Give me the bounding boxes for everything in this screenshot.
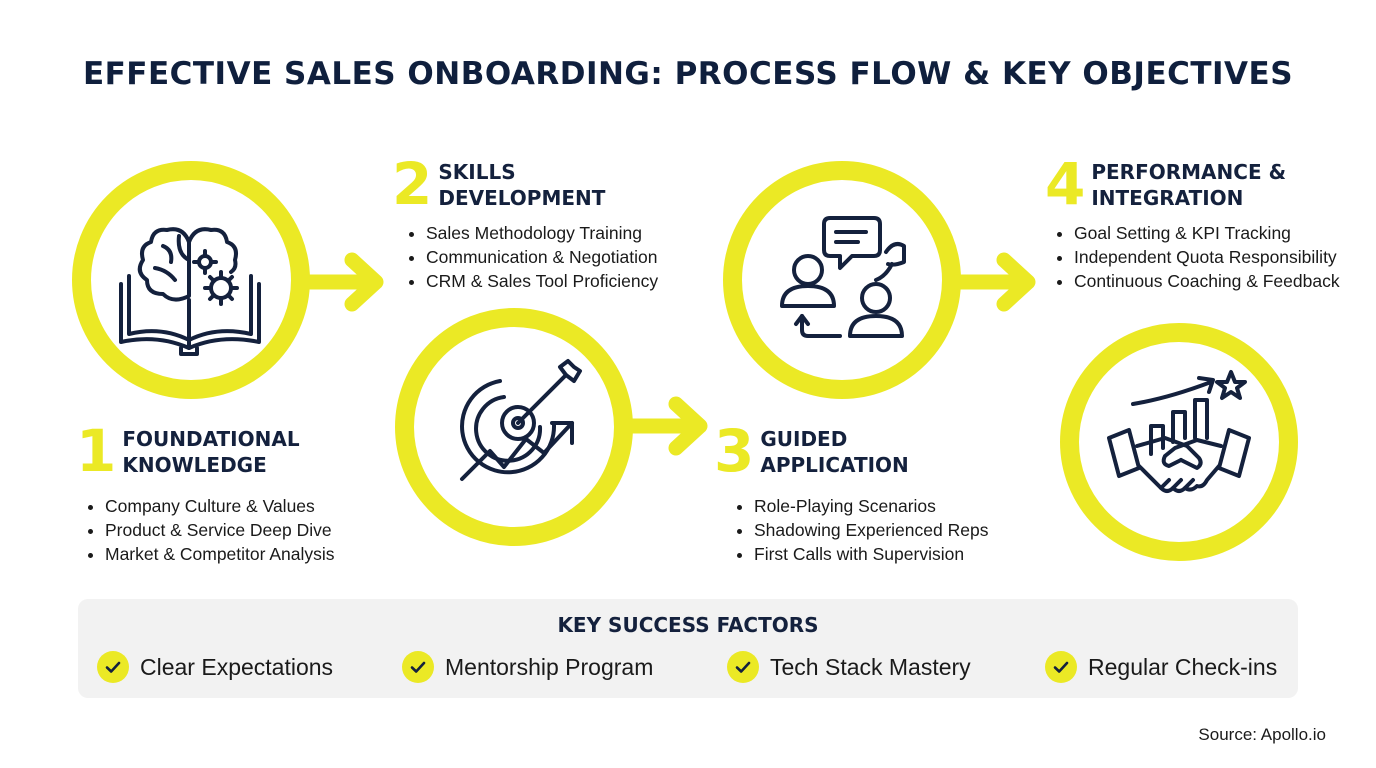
source-credit: Source: Apollo.io [1198, 725, 1326, 744]
flow-arrow-1-2 [302, 252, 384, 312]
success-factor-label: Clear Expectations [140, 653, 334, 680]
success-factor-item: Tech Stack Mastery [727, 651, 971, 683]
step-2-title: SKILLS DEVELOPMENT [438, 160, 606, 210]
success-factors-panel: KEY SUCCESS FACTORS Clear Expectations M… [78, 599, 1298, 698]
success-factor-item: Regular Check-ins [1045, 651, 1277, 683]
step-4-title: PERFORMANCE & INTEGRATION [1091, 160, 1287, 210]
list-item: Goal Setting & KPI Tracking [1074, 221, 1340, 245]
flow-arrow-2-3 [626, 396, 708, 456]
step-1-ring [72, 161, 310, 399]
step-3-bullets: Role-Playing Scenarios Shadowing Experie… [730, 494, 988, 566]
list-item: Shadowing Experienced Reps [754, 518, 988, 542]
list-item: Communication & Negotiation [426, 245, 658, 269]
step-4-ring [1060, 323, 1298, 561]
step-2-ring [395, 308, 633, 546]
step-1-header: 1 FOUNDATIONAL KNOWLEDGE [76, 417, 300, 485]
target-arrow-icon [460, 359, 582, 481]
checkmark-icon [402, 651, 434, 683]
list-item: Market & Competitor Analysis [105, 542, 335, 566]
checkmark-icon [97, 651, 129, 683]
success-factor-label: Regular Check-ins [1088, 653, 1278, 680]
success-factor-item: Mentorship Program [402, 651, 653, 683]
step-1-bullets: Company Culture & Values Product & Servi… [81, 494, 335, 566]
success-factor-label: Tech Stack Mastery [770, 653, 971, 680]
list-item: Role-Playing Scenarios [754, 494, 988, 518]
step-2-bullets: Sales Methodology Training Communication… [402, 221, 658, 293]
people-chat-icon [780, 216, 906, 338]
list-item: Continuous Coaching & Feedback [1074, 269, 1340, 293]
step-4-number: 4 [1045, 150, 1086, 218]
checkmark-icon [1045, 651, 1077, 683]
success-factor-item: Clear Expectations [97, 651, 333, 683]
step-3-ring [723, 161, 961, 399]
step-2-number: 2 [392, 150, 433, 218]
checkmark-icon [727, 651, 759, 683]
list-item: CRM & Sales Tool Proficiency [426, 269, 658, 293]
brain-book-icon [119, 227, 261, 356]
list-item: First Calls with Supervision [754, 542, 988, 566]
page-title: EFFECTIVE SALES ONBOARDING: PROCESS FLOW… [82, 56, 1294, 92]
list-item: Independent Quota Responsibility [1074, 245, 1340, 269]
step-4-bullets: Goal Setting & KPI Tracking Independent … [1050, 221, 1340, 293]
step-1-title: FOUNDATIONAL KNOWLEDGE [122, 427, 300, 477]
step-1-number: 1 [76, 417, 117, 485]
step-2-header: 2 SKILLS DEVELOPMENT [392, 150, 606, 218]
handshake-growth-icon [1107, 370, 1251, 493]
flow-arrow-3-4 [954, 252, 1036, 312]
step-4-header: 4 PERFORMANCE & INTEGRATION [1045, 150, 1287, 218]
list-item: Sales Methodology Training [426, 221, 658, 245]
step-3-number: 3 [714, 417, 755, 485]
list-item: Company Culture & Values [105, 494, 335, 518]
success-factor-label: Mentorship Program [445, 653, 654, 680]
success-factors-title: KEY SUCCESS FACTORS [557, 613, 819, 637]
step-3-header: 3 GUIDED APPLICATION [714, 417, 909, 485]
step-3-title: GUIDED APPLICATION [760, 427, 909, 477]
list-item: Product & Service Deep Dive [105, 518, 335, 542]
